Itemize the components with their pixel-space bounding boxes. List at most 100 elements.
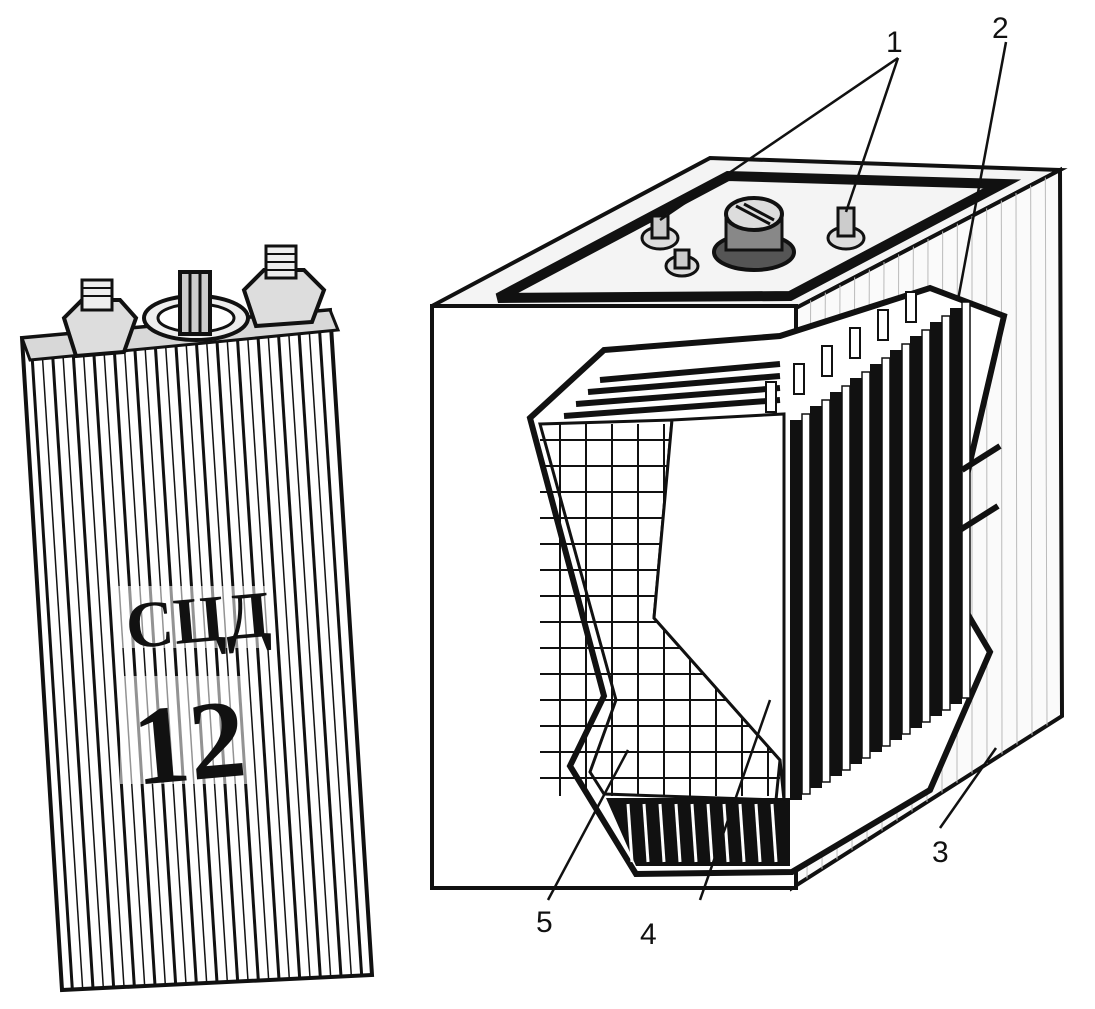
plate-light — [921, 329, 931, 723]
plate-dark — [850, 378, 862, 764]
plate-dark — [910, 336, 922, 728]
plate-dark — [930, 322, 942, 716]
bottom-rib — [658, 803, 666, 863]
corrugation-line — [288, 335, 332, 978]
leader-4 — [698, 699, 772, 901]
corrugation-line — [247, 339, 291, 980]
corrugation-line — [133, 349, 178, 985]
plate-post — [793, 363, 805, 395]
plate-light — [901, 343, 911, 735]
bottom-rib — [738, 803, 746, 863]
bottom-rib — [626, 803, 634, 863]
corrugation-line — [112, 351, 157, 986]
left-battery-label-bottom: 12 — [128, 676, 250, 809]
corrugation-line — [256, 338, 302, 979]
bottom-rib — [722, 803, 730, 863]
corrugation-line — [144, 348, 187, 985]
bottom-rib — [754, 803, 762, 863]
plate-post — [849, 327, 861, 359]
corrugation-line — [41, 358, 84, 990]
side-shade-line — [1000, 200, 1003, 755]
plate-post — [765, 381, 777, 413]
corrugation-line — [195, 344, 240, 982]
plate-light — [821, 399, 831, 783]
plate-post — [905, 291, 917, 323]
leader-lines — [546, 41, 1008, 901]
bottom-rib — [690, 803, 698, 863]
corrugation-line — [215, 342, 260, 981]
leader-3 — [938, 747, 998, 829]
corrugation-line — [82, 354, 125, 988]
corrugation-line — [185, 345, 229, 983]
leader-5 — [546, 749, 630, 901]
corrugation-line — [62, 356, 105, 989]
left-vent-cap — [142, 270, 250, 342]
plate-light — [801, 413, 811, 795]
side-shade-line — [1030, 185, 1033, 736]
side-shade-line — [1044, 177, 1048, 726]
plate-light — [841, 385, 851, 771]
bottom-rib — [642, 803, 650, 863]
leader-1a — [659, 56, 899, 222]
bottom-rib — [706, 803, 714, 863]
plate-light — [881, 357, 891, 747]
connector-bar — [587, 373, 781, 395]
corrugation-line — [308, 333, 353, 977]
corrugation-line — [174, 345, 219, 983]
right-terminal-left — [640, 214, 700, 278]
corrugation-line — [318, 332, 364, 976]
corrugation-line — [30, 358, 74, 990]
plate-front — [652, 412, 786, 801]
leader-1b — [844, 57, 900, 213]
plate-dark — [890, 350, 902, 740]
left-terminal-positive — [241, 244, 327, 329]
plate-dark — [870, 364, 882, 752]
plate-dark — [950, 308, 962, 704]
bottom-rib — [674, 803, 682, 863]
left-terminal-negative — [61, 278, 139, 359]
bottom-rib — [770, 803, 778, 863]
right-battery — [430, 155, 1068, 892]
plate-dark — [810, 406, 822, 788]
corrugation-line — [236, 340, 281, 980]
corrugation-line — [164, 346, 208, 984]
corrugation-line — [103, 352, 146, 987]
corrugation-line — [153, 347, 198, 984]
left-battery-corrugation — [30, 332, 364, 990]
left-battery-label-top: СЦД — [123, 578, 273, 663]
connector-bar — [575, 385, 781, 407]
side-shade-line — [1015, 192, 1018, 745]
callout-3: 3 — [932, 836, 949, 869]
callout-4: 4 — [640, 918, 657, 951]
leader-2 — [956, 41, 1008, 301]
callout-5: 5 — [536, 906, 553, 939]
corrugation-line — [92, 353, 136, 987]
corrugation-line — [123, 350, 167, 986]
plate-dark — [830, 392, 842, 776]
bottom-block-ribs — [626, 803, 778, 863]
plate-post — [821, 345, 833, 377]
bottom-block — [606, 798, 790, 866]
callout-1: 1 — [886, 26, 903, 59]
right-vent-cap — [712, 196, 796, 272]
connector-bar — [563, 397, 781, 419]
corrugation-line — [226, 341, 270, 981]
plate-stack — [790, 301, 971, 800]
plate-light — [861, 371, 871, 759]
corrugation-line — [267, 337, 311, 979]
right-terminal-right — [826, 206, 866, 251]
corrugation-line — [277, 336, 322, 978]
corrugation-line — [297, 334, 343, 977]
plate-post — [877, 309, 889, 341]
corrugation-line — [71, 355, 116, 988]
plate-light — [941, 315, 951, 711]
plate-dark — [790, 420, 802, 800]
corrugation-line — [206, 343, 249, 982]
plate-connector-bars — [563, 291, 917, 419]
connector-bar — [599, 361, 781, 383]
corrugation-line — [51, 357, 95, 989]
callout-2: 2 — [992, 12, 1009, 45]
plate-light — [961, 301, 971, 699]
